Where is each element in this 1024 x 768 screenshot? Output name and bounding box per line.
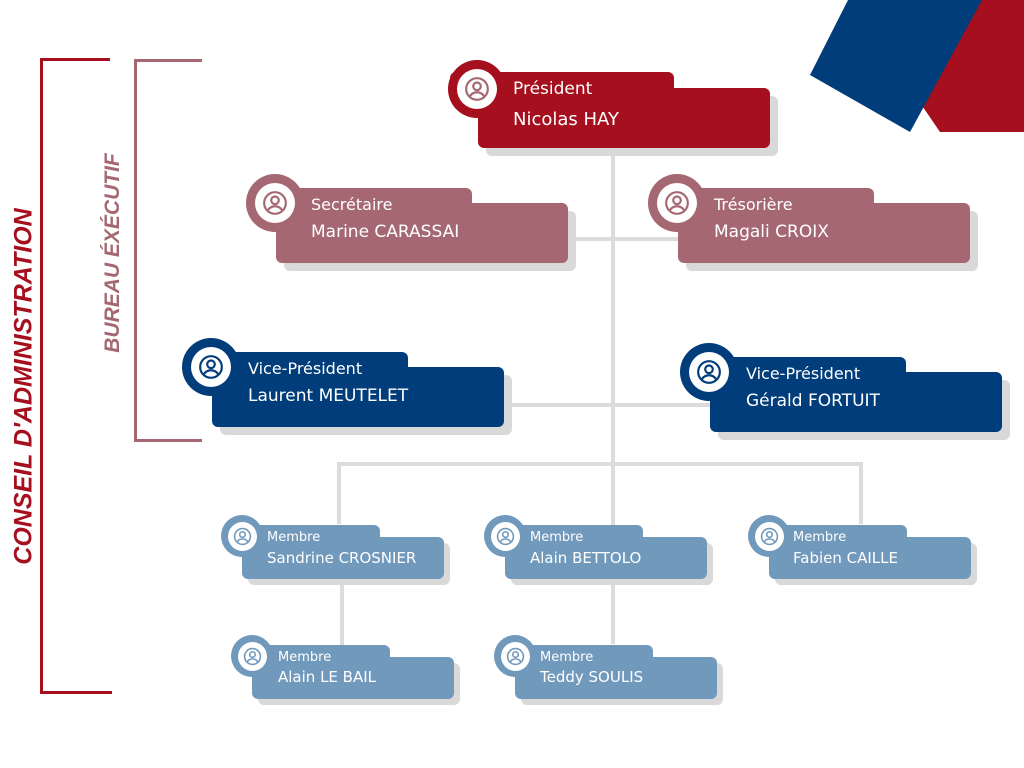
node-role: Vice-Président [746,364,861,383]
node-role: Vice-Président [248,359,363,378]
node-name: Alain BETTOLO [530,549,642,567]
bureau-label: BUREAU ÉXÉCUTIF [101,153,124,353]
user-circle-icon [199,355,223,379]
node-role: Membre [530,530,584,545]
node-name: Marine CARASSAI [311,222,460,242]
node-role: Secrétaire [311,195,393,214]
user-circle-icon [496,527,514,545]
node-name: Sandrine CROSNIER [267,549,417,567]
node-name: Laurent MEUTELET [248,386,409,406]
node-role: Président [513,79,593,99]
user-circle-icon [233,527,251,545]
user-circle-icon [465,77,489,101]
user-circle-icon [760,527,778,545]
conseil-label: CONSEIL D'ADMINISTRATION [9,208,38,565]
node-role: Membre [278,650,332,665]
user-circle-icon [665,191,689,215]
node-role: Membre [793,530,847,545]
node-name: Alain LE BAIL [278,668,376,686]
node-name: Nicolas HAY [513,109,619,130]
node-role: Membre [267,530,321,545]
node-role: Trésorière [714,195,793,214]
decorative-chevron [810,0,1024,132]
user-circle-icon [263,191,287,215]
user-circle-icon [506,647,524,665]
node-name: Gérald FORTUIT [746,391,880,411]
node-name: Teddy SOULIS [540,668,644,686]
user-circle-icon [697,360,721,384]
user-circle-icon [243,647,261,665]
node-role: Membre [540,650,594,665]
node-name: Fabien CAILLE [793,549,898,567]
node-name: Magali CROIX [714,222,829,242]
